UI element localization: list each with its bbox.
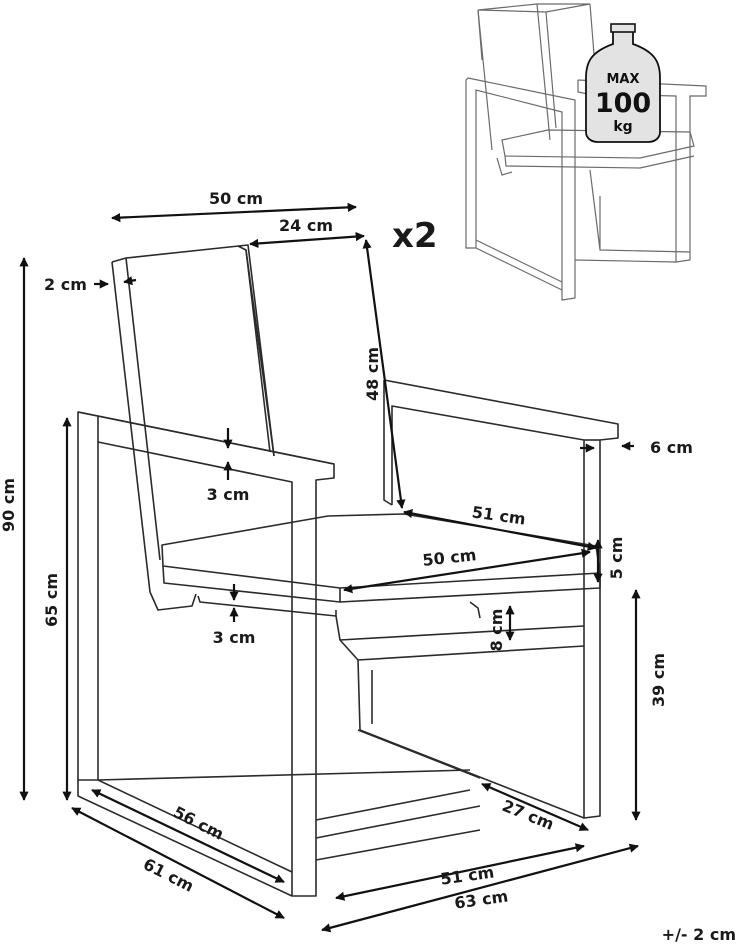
label-base-width-inner: 51 cm <box>439 862 495 888</box>
label-arm-top-thickness: 3 cm <box>207 485 250 504</box>
label-base-depth-outer: 61 cm <box>140 854 197 895</box>
label-seat-depth: 51 cm <box>471 502 527 528</box>
label-base-cross-depth: 27 cm <box>499 796 556 834</box>
label-tolerance: +/- 2 cm <box>662 925 736 944</box>
label-arm-width: 6 cm <box>650 438 693 457</box>
max-weight-badge: MAX 100 kg <box>585 23 661 143</box>
badge-unit-text: kg <box>613 119 632 135</box>
label-cushion-thickness: 5 cm <box>607 537 626 580</box>
badge-value-text: 100 <box>595 88 651 119</box>
label-back-thickness: 2 cm <box>44 275 87 294</box>
label-arm-height: 65 cm <box>42 573 61 627</box>
label-base-width-outer: 63 cm <box>453 886 509 912</box>
label-back-half-width: 24 cm <box>279 216 333 235</box>
label-frame-thickness: 3 cm <box>213 628 256 647</box>
label-cushion-width: 50 cm <box>422 545 478 570</box>
label-seat-width-top: 50 cm <box>209 189 263 208</box>
label-back-height: 48 cm <box>363 347 382 401</box>
label-seat-frame-height: 8 cm <box>487 609 506 652</box>
dimension-labels: 50 cm 24 cm 2 cm 48 cm 90 cm 65 cm 3 cm … <box>0 189 736 944</box>
quantity-multiplier: x2 <box>392 216 438 256</box>
dimension-lines <box>19 202 641 933</box>
preview-chair <box>465 3 707 301</box>
label-total-height: 90 cm <box>0 478 18 532</box>
label-base-depth-inner: 56 cm <box>170 802 227 843</box>
main-chair <box>77 244 619 897</box>
label-seat-height: 39 cm <box>649 653 668 707</box>
badge-max-text: MAX <box>606 72 639 87</box>
